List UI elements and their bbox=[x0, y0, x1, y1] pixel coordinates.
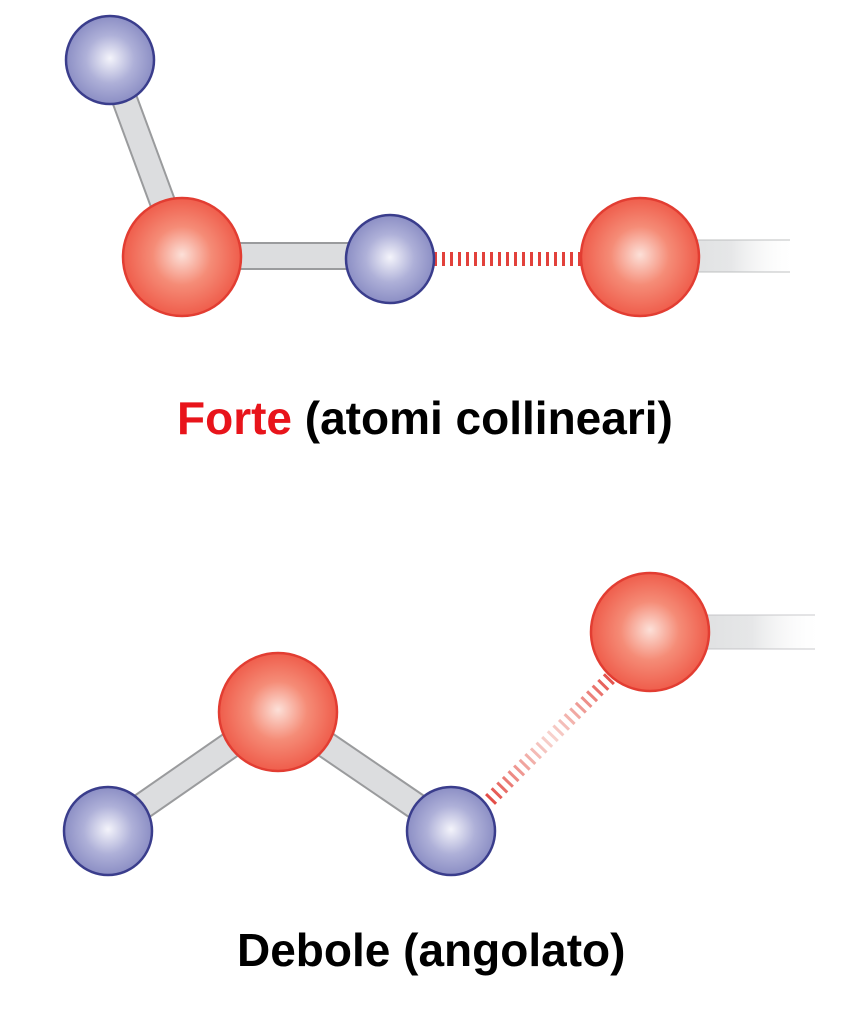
strong-caption-highlight: Forte bbox=[177, 392, 292, 444]
hydrogen-atom bbox=[62, 785, 154, 877]
strong-hbond-group bbox=[64, 14, 792, 318]
oxygen-atom bbox=[579, 196, 701, 318]
oxygen-atom bbox=[121, 196, 243, 318]
weak-caption: Debole (angolato) bbox=[237, 924, 626, 976]
hydrogen-atom bbox=[344, 213, 436, 305]
hydrogen-bond bbox=[485, 671, 617, 805]
hydrogen-atom bbox=[405, 785, 497, 877]
strong-caption: Forte (atomi collineari) bbox=[0, 390, 858, 446]
weak-hbond-group bbox=[62, 571, 820, 877]
strong-caption-rest: (atomi collineari) bbox=[292, 392, 673, 444]
oxygen-atom bbox=[217, 651, 339, 773]
hydrogen-atom bbox=[64, 14, 156, 106]
oxygen-atom bbox=[589, 571, 711, 693]
